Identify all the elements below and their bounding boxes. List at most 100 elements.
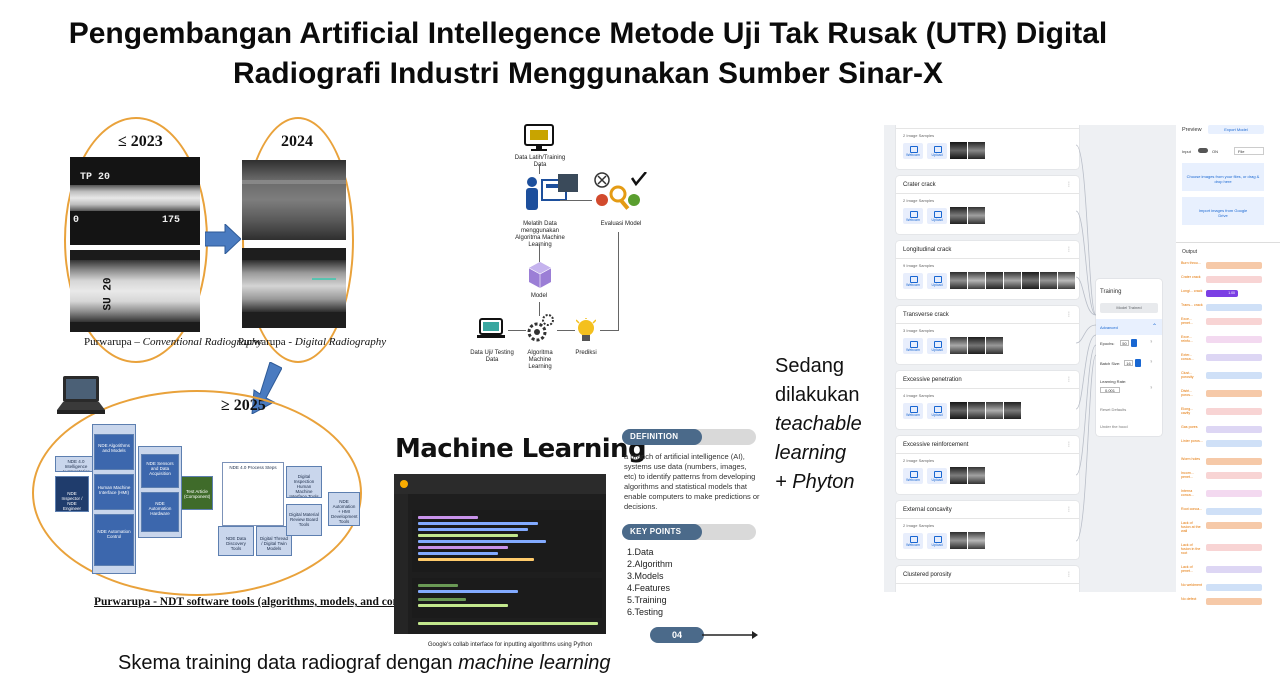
epochs-input[interactable]: 50 [1120,340,1129,346]
keypoint-item: 5.Training [627,595,667,605]
ndt-box-dev-tools: NDE Automation + HMI Development Tools [328,492,360,526]
output-confidence-bar [1206,372,1262,379]
webcam-button[interactable]: Webcam [903,468,923,484]
sample-thumbnail[interactable] [1040,272,1057,289]
under-the-hood-button[interactable]: Under the hood [1100,424,1128,429]
preview-panel: Preview Export Model Input ON File Choos… [1176,125,1280,605]
upload-button[interactable]: Upload [927,143,947,159]
sample-thumbnail[interactable] [968,272,985,289]
sample-count: 3 Image Samples [903,328,935,333]
webcam-button[interactable]: Webcam [903,273,923,289]
sample-thumbnail[interactable] [968,207,985,224]
sample-thumbnail[interactable] [968,402,985,419]
input-toggle[interactable] [1198,148,1208,153]
sample-thumbnail[interactable] [968,337,985,354]
keypoint-item: 4.Features [627,583,671,593]
output-confidence-bar [1206,508,1262,515]
class-name[interactable]: Crater crack [903,182,936,188]
upload-button[interactable]: Upload [927,208,947,224]
more-options-icon[interactable]: ⋮ [1066,572,1072,578]
conventional-film-bottom: SU 20 [70,250,200,332]
sample-thumbnail[interactable] [968,467,985,484]
ndt-box-ia: NDE 4.0 Intelligence Augmentation (IA) [55,456,97,472]
sample-thumbnail[interactable] [968,142,985,159]
sample-thumbnail[interactable] [950,337,967,354]
more-options-icon[interactable]: ⋮ [1066,507,1072,513]
help-icon[interactable]: ? [1150,385,1153,390]
batch-size-select[interactable]: 16 [1124,360,1133,366]
sample-thumbnail[interactable] [986,272,1003,289]
output-confidence-bar [1206,584,1262,591]
ndt-box-test-article: Test Article (Component) [181,476,213,510]
ndt-box-algorithms: NDE Algorithms and Models [94,434,134,470]
sample-thumbnail[interactable] [968,532,985,549]
ellipse-2024 [242,117,354,363]
sample-thumbnail[interactable] [1058,272,1075,289]
sample-thumbnail[interactable] [1004,402,1021,419]
webcam-button[interactable]: Webcam [903,208,923,224]
class-name[interactable]: Excessive penetration [903,377,962,383]
upload-button[interactable]: Upload [927,468,947,484]
output-label: No defect [1181,597,1197,601]
google-drive-button[interactable]: Import images from Google Drive [1182,197,1264,225]
output-confidence-bar [1206,440,1262,447]
keypoint-item: 1.Data [627,547,654,557]
class-name[interactable]: External concavity [903,507,952,513]
ndt-box-sensors: NDE Sensors and Data Acquisition [141,454,179,488]
presenter-icon [526,174,578,210]
sample-thumbnail[interactable] [950,142,967,159]
help-icon[interactable]: ? [1150,359,1153,364]
more-options-icon[interactable]: ⋮ [1066,312,1072,318]
export-model-button[interactable]: Export Model [1208,125,1264,134]
output-confidence-bar [1206,472,1262,479]
training-title: Training [1100,289,1122,295]
title-line-1: Pengembangan Artificial Intellegence Met… [68,17,1108,50]
sample-count: 2 Image Samples [903,198,935,203]
file-select[interactable]: File [1234,147,1264,155]
file-dropzone[interactable]: Choose images from your files, or drag &… [1182,163,1264,191]
webcam-button[interactable]: Webcam [903,338,923,354]
output-confidence-bar [1206,522,1262,529]
webcam-button[interactable]: Webcam [903,403,923,419]
upload-button[interactable]: Upload [927,338,947,354]
more-options-icon[interactable]: ⋮ [1066,247,1072,253]
caption-conventional: Purwarupa – Conventional Radiography [84,336,263,348]
epochs-stepper[interactable] [1131,339,1137,347]
upload-button[interactable]: Upload [927,403,947,419]
model-trained-button[interactable]: Model Trained [1100,303,1158,313]
webcam-button[interactable]: Webcam [903,533,923,549]
ndt-box-process-steps: NDE 4.0 Process Steps [222,462,284,526]
learning-rate-input[interactable]: 0.001 [1100,387,1120,393]
output-confidence-bar: 1.00 [1206,290,1238,297]
sample-thumbnail[interactable] [986,402,1003,419]
sample-thumbnail[interactable] [1004,272,1021,289]
upload-button[interactable]: Upload [927,273,947,289]
advanced-toggle[interactable]: Advanced [1100,325,1118,330]
more-options-icon[interactable]: ⋮ [1066,182,1072,188]
more-options-icon[interactable]: ⋮ [1066,377,1072,383]
sample-thumbnail[interactable] [1022,272,1039,289]
upload-button[interactable]: Upload [927,533,947,549]
sample-thumbnail[interactable] [986,337,1003,354]
class-name[interactable]: Excessive reinforcement [903,442,969,448]
preview-title: Preview [1182,127,1202,133]
sample-thumbnail[interactable] [950,272,967,289]
output-label: Crater crack [1181,275,1201,279]
class-name[interactable]: Clustered porosity [903,572,952,578]
sample-thumbnail[interactable] [950,467,967,484]
class-name[interactable]: Longitudinal crack [903,247,952,253]
sample-thumbnail[interactable] [950,402,967,419]
keypoints-list: 1.Data 2.Algorithm 3.Models 4.Features 5… [627,546,673,618]
webcam-button[interactable]: Webcam [903,143,923,159]
sample-thumbnail[interactable] [950,207,967,224]
batch-size-dropdown[interactable] [1135,359,1141,367]
flow-training-data: Data Latih/Training Data [514,155,566,168]
help-icon[interactable]: ? [1150,339,1153,344]
more-options-icon[interactable]: ⋮ [1066,442,1072,448]
reset-defaults-button[interactable]: Reset Defaults [1100,407,1127,412]
output-confidence-bar [1206,458,1262,465]
sample-thumbnail[interactable] [950,532,967,549]
class-name[interactable]: Transverse crack [903,312,949,318]
